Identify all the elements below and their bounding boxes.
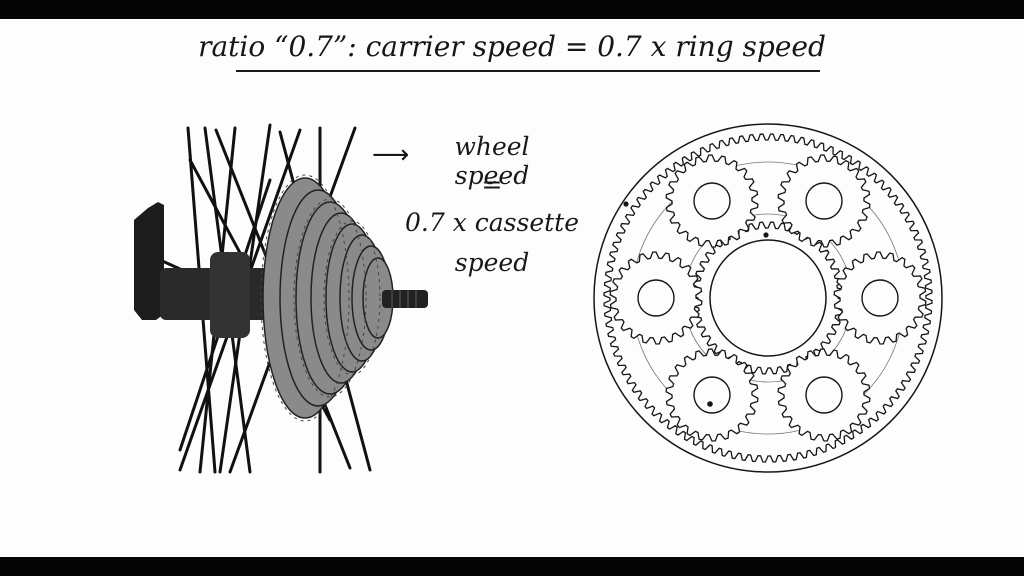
rear-hub-cassette-illustration: [134, 123, 428, 474]
planet-pin-4: [805, 376, 843, 414]
right-arrow-icon: ⟶: [372, 140, 410, 170]
ring-gear-outer-edge: [593, 123, 943, 473]
sun-gear-bore: [709, 239, 827, 357]
cog-teeth: [260, 174, 381, 422]
axle-thread: [391, 290, 417, 308]
slide-title: ratio “0.7”: carrier speed = 0.7 x ring …: [198, 30, 826, 63]
hub-flange: [210, 252, 250, 338]
axle: [382, 290, 428, 308]
title-underline: [236, 70, 820, 72]
annotation-line-1: wheel speed: [454, 132, 530, 190]
planet-pin-6: [637, 279, 675, 317]
annotation-line-2: 0.7 x cassette: [405, 208, 579, 237]
planet-pin-2: [805, 182, 843, 220]
planet-reference-dot: [707, 401, 713, 407]
ring-reference-dot: [623, 201, 629, 207]
letterbox-bottom: [0, 557, 1024, 576]
annotation-equals: =: [481, 170, 503, 199]
planetary-gear-diagram: [593, 123, 943, 473]
quick-release-lever: [134, 202, 164, 320]
ring-gear-teeth: [603, 133, 933, 463]
planet-pin-1: [693, 182, 731, 220]
planet-pin-5: [693, 376, 731, 414]
annotation-line-3: speed: [454, 248, 530, 277]
sun-reference-dot: [763, 232, 769, 238]
cassette-cogs: [262, 177, 394, 419]
planet-pin-3: [861, 279, 899, 317]
letterbox-top: [0, 0, 1024, 19]
